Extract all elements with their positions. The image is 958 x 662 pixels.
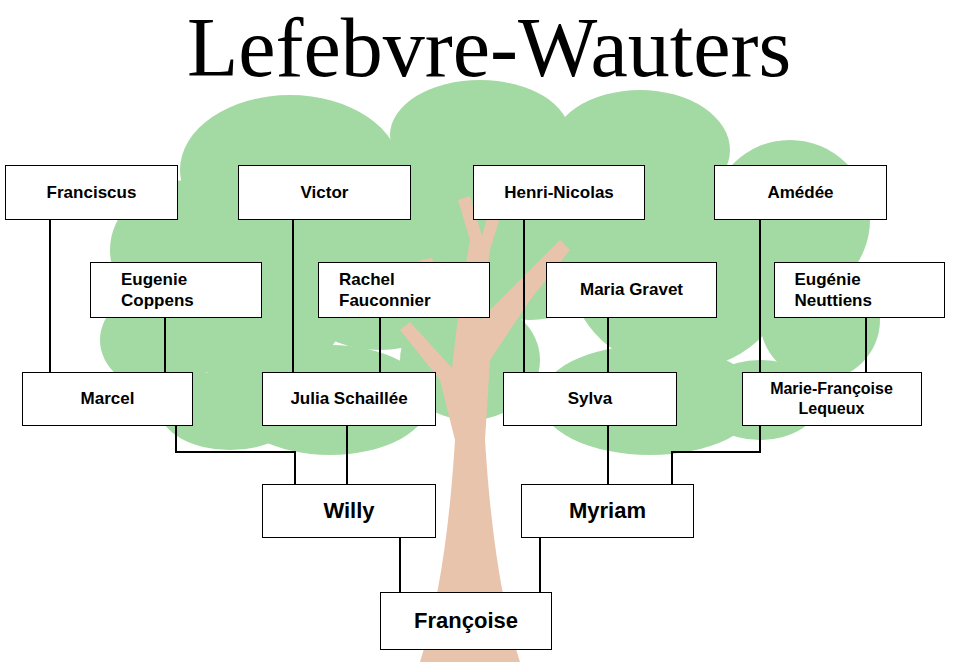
person-name: Amédée <box>767 182 833 203</box>
family-line <box>379 318 381 372</box>
person-box: Eugénie Neuttiens <box>774 262 945 318</box>
family-line <box>607 318 609 372</box>
family-line <box>759 220 761 372</box>
person-name: Henri-Nicolas <box>504 182 614 203</box>
person-name: Françoise <box>414 607 518 635</box>
family-line <box>399 538 401 592</box>
person-name: Maria Gravet <box>580 279 683 300</box>
family-line <box>292 220 294 372</box>
person-name: Marcel <box>81 388 135 409</box>
person-box: Marie-Françoise Lequeux <box>742 372 922 426</box>
family-line <box>49 220 51 372</box>
person-box: Eugenie Coppens <box>90 262 262 318</box>
person-box: Franciscus <box>5 165 178 220</box>
person-name: Marie-Françoise Lequeux <box>748 379 916 419</box>
person-box: Françoise <box>380 592 552 650</box>
person-box: Maria Gravet <box>546 262 717 318</box>
person-box: Rachel Fauconnier <box>318 262 490 318</box>
person-name: Eugénie Neuttiens <box>795 269 925 312</box>
person-name: Franciscus <box>47 182 137 203</box>
family-line <box>672 426 760 484</box>
person-box: Julia Schaillée <box>262 372 436 426</box>
person-name: Rachel Fauconnier <box>339 269 469 312</box>
person-box: Victor <box>238 165 411 220</box>
person-name: Willy <box>323 497 374 525</box>
person-box: Willy <box>262 484 436 538</box>
title-text: Lefebvre-Wauters <box>187 1 791 94</box>
family-line <box>865 318 867 372</box>
family-line <box>607 426 609 484</box>
person-name: Myriam <box>569 497 646 525</box>
person-name: Julia Schaillée <box>290 388 407 409</box>
family-line <box>164 318 166 372</box>
family-line <box>523 220 525 372</box>
family-line <box>176 426 295 484</box>
person-box: Sylva <box>503 372 677 426</box>
diagram-title: Lefebvre-Wauters <box>0 2 958 94</box>
person-name: Sylva <box>568 388 612 409</box>
person-box: Henri-Nicolas <box>473 165 645 220</box>
person-box: Marcel <box>22 372 193 426</box>
person-name: Victor <box>301 182 349 203</box>
family-line <box>539 538 541 592</box>
family-line <box>346 426 348 484</box>
person-box: Myriam <box>521 484 694 538</box>
person-name: Eugenie Coppens <box>121 269 231 312</box>
person-box: Amédée <box>714 165 887 220</box>
